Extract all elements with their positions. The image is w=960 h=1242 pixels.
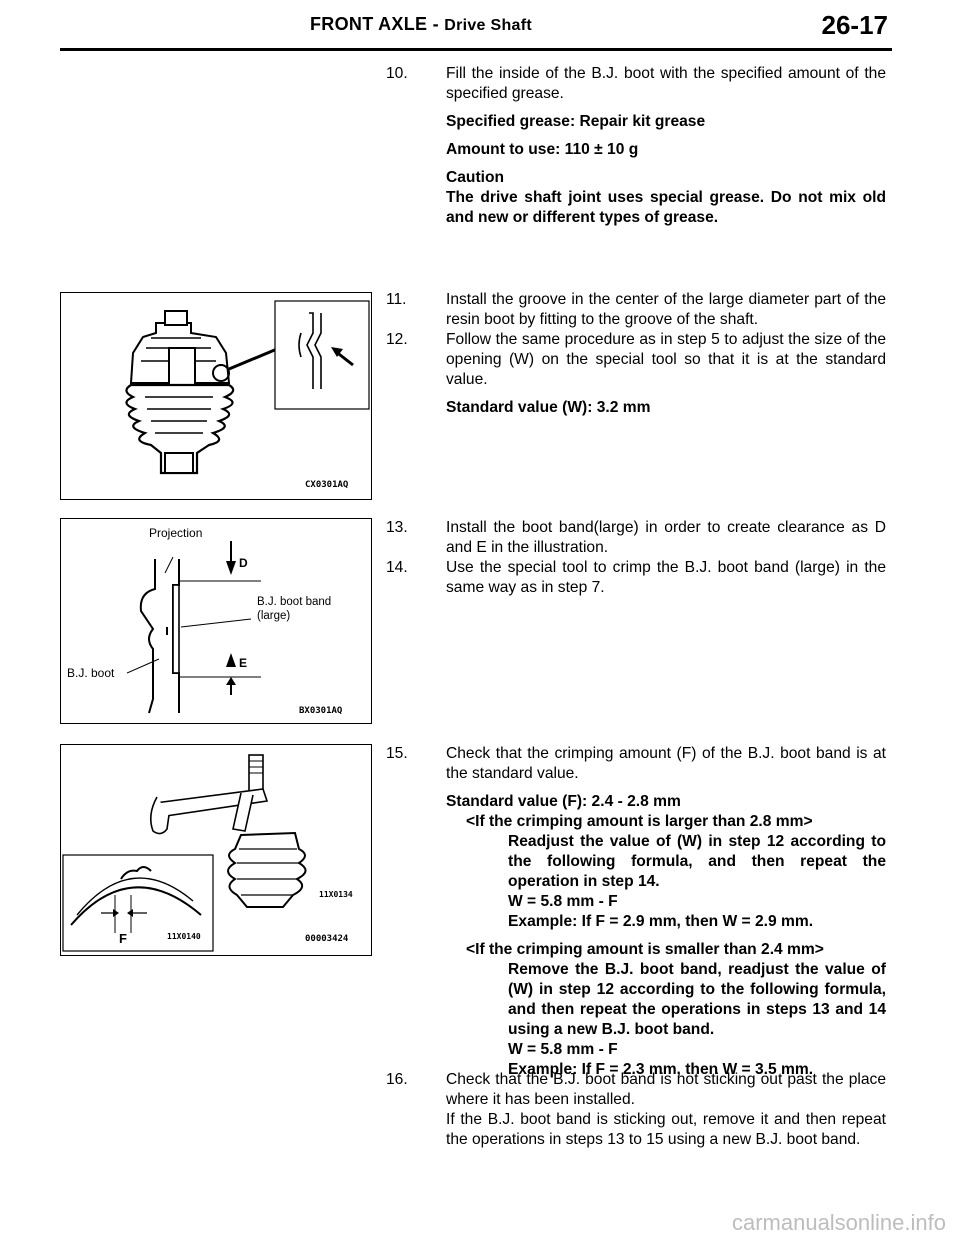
step-10-number: 10.: [386, 65, 408, 82]
step-10-spec-grease: Specified grease: Repair kit grease: [446, 113, 706, 130]
step-12-text: Follow the same procedure as in step 5 t…: [446, 331, 886, 388]
figure-3-code: 00003424: [305, 934, 349, 944]
case-1-formula: W = 5.8 mm - F: [508, 893, 618, 910]
step-10-spec-amount: Amount to use: 110 ± 10 g: [446, 141, 639, 158]
step-12: 12. Follow the same procedure as in step …: [386, 330, 886, 390]
step-13-text: Install the boot band(large) in order to…: [446, 519, 886, 556]
label-boot-band: B.J. boot band: [257, 596, 331, 608]
boot-groove-illustration: CX0301AQ: [125, 300, 370, 490]
header-rule: [60, 48, 892, 51]
label-d: D: [239, 556, 248, 570]
figure-boot-band-clearance: D E Projection B.J. boot band (large) B.…: [60, 518, 372, 724]
boot-band-illustration: D E Projection B.J. boot band (large) B.…: [67, 526, 343, 716]
caution-title: Caution: [446, 169, 505, 186]
step-16-block: 16. Check that the B.J. boot band is not …: [386, 1070, 886, 1150]
step-15: 15. Check that the crimping amount (F) of…: [386, 744, 886, 784]
label-projection: Projection: [149, 526, 202, 540]
case-2-formula: W = 5.8 mm - F: [508, 1041, 618, 1058]
case-1-title: <If the crimping amount is larger than 2…: [466, 813, 813, 830]
step-11: 11. Install the groove in the center of t…: [386, 290, 886, 330]
step-12-number: 12.: [386, 331, 408, 348]
step-10-block: 10. Fill the inside of the B.J. boot with…: [386, 64, 886, 228]
step-14: 14. Use the special tool to crimp the B.J…: [386, 558, 886, 598]
step-12-spec: Standard value (W): 3.2 mm: [446, 399, 651, 416]
step-16-number: 16.: [386, 1071, 408, 1088]
step-13-number: 13.: [386, 519, 408, 536]
figure-crimp-check: F 11X0140 11X0134 00003424: [60, 744, 372, 956]
step-10: 10. Fill the inside of the B.J. boot with…: [386, 64, 886, 104]
header-title: FRONT AXLE - Drive Shaft: [310, 14, 532, 35]
case-1-text: Readjust the value of (W) in step 12 acc…: [508, 833, 886, 890]
case-1-example: Example: If F = 2.9 mm, then W = 2.9 mm.: [508, 913, 814, 930]
step-11-12-block: 11. Install the groove in the center of t…: [386, 290, 886, 418]
label-f: F: [119, 931, 127, 946]
step-15-text: Check that the crimping amount (F) of th…: [446, 745, 886, 782]
caution-text: The drive shaft joint uses special greas…: [446, 189, 886, 226]
label-bj-boot: B.J. boot: [67, 666, 115, 680]
label-e: E: [239, 656, 247, 670]
case-2-example: Example: If F = 2.3 mm, then W = 3.5 mm.: [508, 1061, 814, 1078]
step-16-followup: If the B.J. boot band is sticking out, r…: [446, 1111, 886, 1148]
page-header: FRONT AXLE - Drive Shaft 26-17: [60, 10, 892, 51]
step-11-text: Install the groove in the center of the …: [446, 291, 886, 328]
step-15-block: 15. Check that the crimping amount (F) of…: [386, 744, 886, 1080]
header-separator: -: [427, 14, 445, 34]
step-11-number: 11.: [386, 291, 407, 308]
header-subsection: Drive Shaft: [444, 17, 533, 34]
header-section: FRONT AXLE: [310, 14, 428, 34]
case-2-text: Remove the B.J. boot band, readjust the …: [508, 961, 886, 1038]
figure-1-code: CX0301AQ: [305, 480, 349, 490]
figure-2-code: BX0301AQ: [299, 706, 343, 716]
step-15-number: 15.: [386, 745, 408, 762]
step-13: 13. Install the boot band(large) in order…: [386, 518, 886, 558]
step-14-text: Use the special tool to crimp the B.J. b…: [446, 559, 886, 596]
figure-3-inset-code: 11X0140: [167, 932, 201, 941]
page-number: 26-17: [821, 10, 889, 40]
step-15-spec: Standard value (F): 2.4 - 2.8 mm: [446, 793, 681, 810]
step-10-text: Fill the inside of the B.J. boot with th…: [446, 65, 886, 102]
figure-boot-groove: CX0301AQ: [60, 292, 372, 500]
label-boot-band-large: (large): [257, 610, 290, 622]
figure-3-tool-code: 11X0134: [319, 890, 353, 899]
step-16: 16. Check that the B.J. boot band is not …: [386, 1070, 886, 1110]
step-16-text: Check that the B.J. boot band is not sti…: [446, 1071, 886, 1108]
step-14-number: 14.: [386, 559, 408, 576]
step-13-14-block: 13. Install the boot band(large) in order…: [386, 518, 886, 598]
watermark: carmanualsonline.info: [731, 1210, 946, 1235]
crimp-check-illustration: F 11X0140 11X0134 00003424: [62, 754, 353, 952]
case-2-title: <If the crimping amount is smaller than …: [466, 941, 824, 958]
